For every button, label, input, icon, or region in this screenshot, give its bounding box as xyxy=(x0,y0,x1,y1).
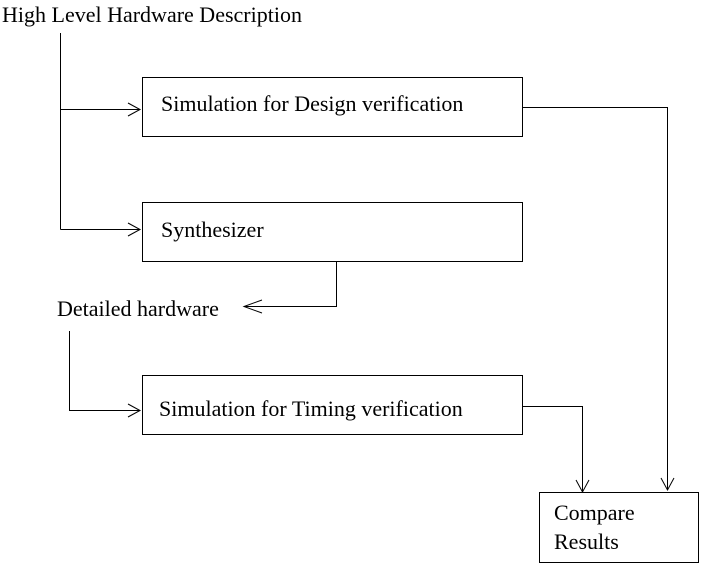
arrowhead-detailed-hw xyxy=(242,299,263,314)
edge-sim-design-to-compare xyxy=(523,107,668,490)
synthesizer-label: Synthesizer xyxy=(161,217,264,242)
arrowhead-synthesizer xyxy=(127,222,142,237)
edge-sim-timing-to-compare xyxy=(523,406,583,492)
arrowhead-compare-right xyxy=(660,477,675,492)
arrowhead-sim-timing xyxy=(127,403,142,418)
sim-design-box xyxy=(142,77,523,137)
synthesizer-box xyxy=(142,202,523,262)
compare-results-box xyxy=(539,492,699,563)
edge-synthesizer-to-detailed-hw xyxy=(244,262,337,307)
arrowhead-compare-left xyxy=(575,479,590,494)
edge-detailed-hw-to-sim-timing xyxy=(69,331,140,411)
compare-label-line1: Compare xyxy=(554,500,635,525)
detailed-hardware-label: Detailed hardware xyxy=(57,296,219,321)
sim-timing-label: Simulation for Timing verification xyxy=(159,396,463,421)
high-level-label: High Level Hardware Description xyxy=(2,2,302,27)
sim-timing-box xyxy=(142,375,523,435)
compare-label-line2: Results xyxy=(554,529,619,554)
sim-design-label: Simulation for Design verification xyxy=(161,91,463,116)
arrowhead-sim-design xyxy=(127,102,142,117)
